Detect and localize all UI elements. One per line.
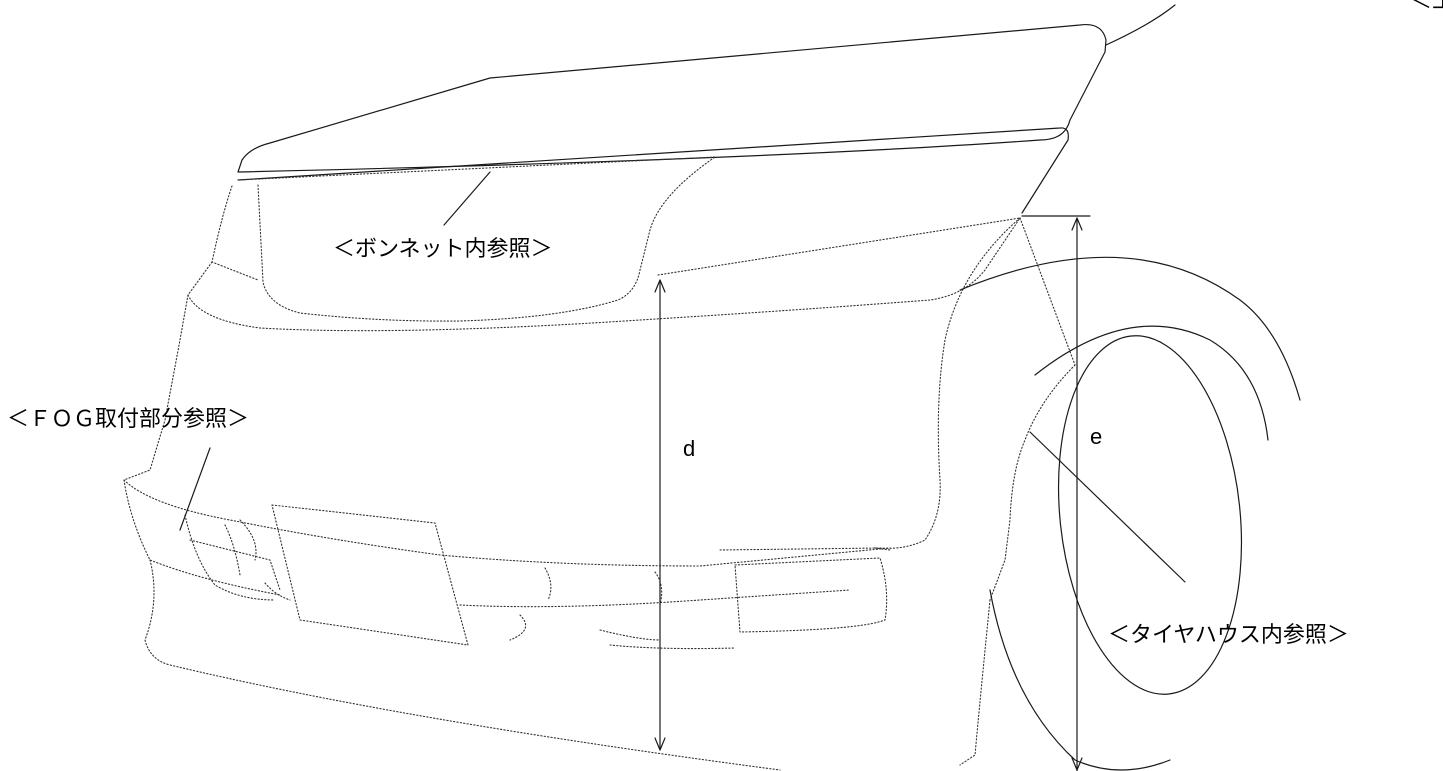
bonnet-label: ＜ボンネット内参照＞ <box>333 237 553 262</box>
bonnet-top <box>237 23 1107 173</box>
fender-crease <box>1019 217 1076 366</box>
license-plate <box>271 504 469 646</box>
dim-e-arrow-bottom <box>1071 757 1083 771</box>
corner-title: ＜工作図 <box>1410 0 1443 14</box>
windshield-line <box>1105 4 1176 46</box>
grille-opening-outline <box>257 156 716 322</box>
bumper-detail-5 <box>609 644 736 650</box>
dim-e-label: e <box>1090 424 1102 449</box>
fog-lamp-outline-1 <box>184 514 276 601</box>
fender-lower-tip <box>874 547 891 551</box>
lower-bumper-line <box>459 589 851 608</box>
tire-house-label: ＜タイヤハウス内参照＞ <box>1108 623 1349 648</box>
upper-left-body-edge <box>123 261 213 481</box>
tire-back-arc <box>989 589 1171 771</box>
bumper-detail-2 <box>654 571 663 606</box>
dim-d-arrow-bottom <box>654 737 666 751</box>
bumper-side <box>123 479 281 596</box>
tire-house-leader <box>1029 431 1186 583</box>
front-bumper-upper <box>123 479 891 567</box>
front-bumper-lower <box>144 559 781 771</box>
bonnet-leader <box>443 171 491 226</box>
wheel-arch-inner <box>1034 325 1269 441</box>
bumper-detail-1 <box>544 567 552 601</box>
bonnet-edge-strip <box>237 127 1069 214</box>
fog-leader <box>179 447 211 531</box>
fog-lamp-outline-2 <box>189 539 281 591</box>
fog-lamp-outline-5 <box>264 582 291 601</box>
dim-d-label: d <box>683 436 695 461</box>
dim-e-arrow-top <box>1071 217 1083 231</box>
fog-label: ＜ＦＯＧ取付部分参照＞ <box>7 407 249 432</box>
bumper-right-lamp <box>734 557 888 633</box>
bumper-detail-3 <box>509 614 527 641</box>
headlight-left-outline <box>211 185 259 281</box>
bumper-detail-4 <box>599 629 661 641</box>
wheel-arch-front <box>989 364 1076 601</box>
front-cowl-line <box>187 217 1021 332</box>
tire-ellipse <box>1057 335 1243 695</box>
fog-lamp-outline-4 <box>239 519 257 561</box>
fender-outline <box>719 217 1021 551</box>
fog-lamp-outline-3 <box>224 524 241 576</box>
fender-top-line <box>657 217 1021 276</box>
wheel-arch-outer <box>959 256 1301 401</box>
lower-rear-line <box>959 599 991 766</box>
bonnet-front-parting-line <box>237 156 716 181</box>
dim-d-arrow-top <box>654 279 666 293</box>
